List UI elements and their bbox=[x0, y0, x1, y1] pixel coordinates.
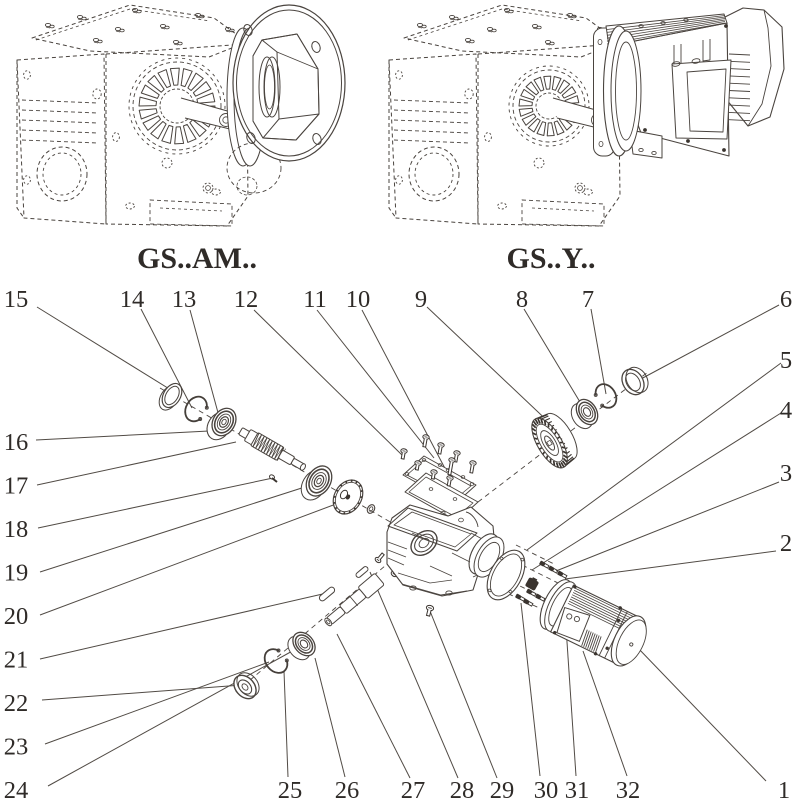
svg-text:18: 18 bbox=[4, 516, 29, 543]
svg-text:24: 24 bbox=[4, 777, 29, 800]
svg-text:GS..AM..: GS..AM.. bbox=[137, 242, 257, 275]
svg-text:17: 17 bbox=[4, 473, 29, 500]
svg-text:1: 1 bbox=[778, 777, 790, 800]
svg-text:25: 25 bbox=[278, 777, 303, 800]
svg-text:26: 26 bbox=[335, 777, 360, 800]
svg-text:32: 32 bbox=[616, 777, 641, 800]
svg-text:13: 13 bbox=[172, 286, 197, 313]
svg-text:2: 2 bbox=[780, 530, 792, 557]
svg-text:3: 3 bbox=[780, 460, 792, 487]
svg-text:9: 9 bbox=[415, 286, 427, 313]
svg-text:8: 8 bbox=[516, 286, 528, 313]
svg-text:23: 23 bbox=[4, 734, 29, 761]
svg-text:19: 19 bbox=[4, 560, 29, 587]
svg-text:7: 7 bbox=[582, 286, 594, 313]
svg-text:15: 15 bbox=[4, 286, 29, 313]
svg-text:12: 12 bbox=[234, 286, 259, 313]
svg-text:14: 14 bbox=[120, 286, 145, 313]
svg-text:10: 10 bbox=[346, 286, 371, 313]
svg-text:4: 4 bbox=[780, 397, 792, 424]
svg-text:6: 6 bbox=[780, 286, 792, 313]
svg-text:29: 29 bbox=[490, 777, 515, 800]
svg-text:GS..Y..: GS..Y.. bbox=[507, 242, 596, 275]
svg-text:20: 20 bbox=[4, 603, 29, 630]
svg-text:16: 16 bbox=[4, 429, 29, 456]
svg-text:31: 31 bbox=[565, 777, 590, 800]
svg-text:5: 5 bbox=[780, 347, 792, 374]
svg-text:11: 11 bbox=[303, 286, 327, 313]
svg-text:27: 27 bbox=[401, 777, 426, 800]
svg-text:21: 21 bbox=[4, 647, 29, 674]
svg-text:28: 28 bbox=[450, 777, 475, 800]
svg-text:30: 30 bbox=[534, 777, 559, 800]
svg-text:22: 22 bbox=[4, 690, 29, 717]
